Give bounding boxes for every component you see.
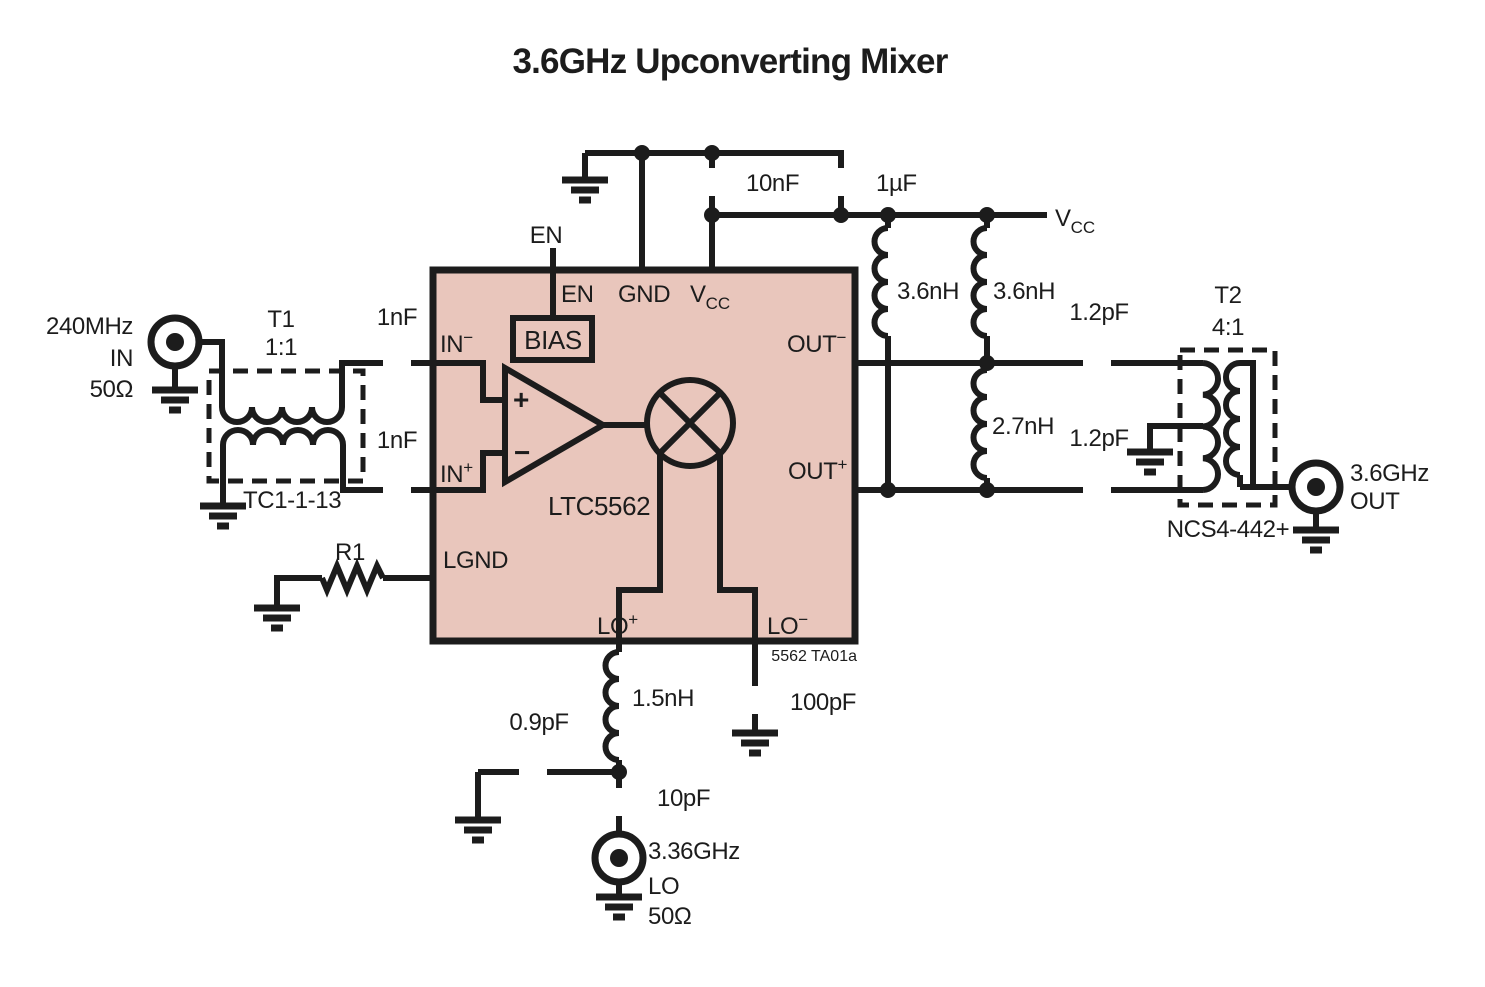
cap-1.2pf-top-label: 1.2pF	[1069, 299, 1128, 326]
t1-name-label: T1	[267, 306, 294, 333]
junction-dot	[880, 482, 896, 498]
junction-dot	[979, 207, 995, 223]
lo-freq-label: 3.36GHz	[648, 838, 740, 865]
vcc-rail-label: VCC	[1055, 205, 1095, 237]
cap-10pf-label: 10pF	[657, 785, 710, 812]
lo-port-label: LO	[648, 873, 679, 900]
junction-dot	[611, 764, 627, 780]
t2-center-tap-wire	[1147, 423, 1203, 450]
lo-neg-internal	[717, 453, 758, 641]
chip-pin-vcc-label: VCC	[690, 281, 730, 313]
cap-1uf-label: 1µF	[876, 170, 917, 197]
cap-10nf-label: 10nF	[746, 170, 799, 197]
mixer-x-icon	[657, 390, 723, 456]
t1-ratio-label: 1:1	[265, 334, 297, 361]
input-wire	[199, 339, 225, 407]
t2-ratio-label: 4:1	[1212, 314, 1244, 341]
chip-pin-en-label: EN	[561, 281, 594, 308]
cap-1nf-bottom-label: 1nF	[377, 427, 417, 454]
enable-label: EN	[530, 222, 563, 249]
lo-pos-internal	[616, 453, 663, 641]
cap-100pf-label: 100pF	[790, 689, 856, 716]
input-port-label: IN	[110, 345, 133, 372]
ltc5562-chip	[429, 266, 859, 645]
resistor-r1	[319, 558, 386, 598]
chip-pin-out-pos-label: OUT+	[788, 455, 847, 485]
junction-dot	[979, 355, 995, 371]
junction-dot	[880, 207, 896, 223]
junction-dot	[979, 482, 995, 498]
chip-pin-gnd-label: GND	[618, 281, 670, 308]
input-impedance-label: 50Ω	[90, 376, 133, 403]
in-pos-internal	[433, 450, 505, 493]
t1-part-label: TC1-1-13	[243, 487, 341, 514]
junction-dot	[704, 207, 720, 223]
output-freq-label: 3.6GHz	[1350, 460, 1429, 487]
lo-impedance-label: 50Ω	[648, 903, 691, 930]
labels: 240MHz IN 50Ω T1 1:1 TC1-1-13 1nF 1nF EN…	[46, 170, 1429, 930]
junction-dot	[634, 145, 650, 161]
output-port-label: OUT	[1350, 488, 1400, 515]
in-neg-internal	[433, 360, 505, 403]
chip-pin-out-neg-label: OUT−	[787, 328, 846, 358]
lgnd-network	[254, 558, 433, 628]
inductor-3.6nh-2-label: 3.6nH	[993, 278, 1055, 305]
inductor-1.5nh-label: 1.5nH	[632, 685, 694, 712]
chip-pin-lgnd-label: LGND	[443, 547, 508, 574]
junction-dot	[833, 207, 849, 223]
input-freq-label: 240MHz	[46, 313, 133, 340]
chip-pin-in-pos-label: IN+	[440, 458, 473, 488]
amp-plus-sign: +	[513, 384, 529, 415]
figure-note: 5562 TA01a	[771, 648, 857, 665]
chip-pin-in-neg-label: IN−	[440, 328, 473, 358]
t2-part-label: NCS4-442+	[1167, 516, 1289, 543]
cap-1nf-top-label: 1nF	[377, 304, 417, 331]
cap-1.2pf-bottom-label: 1.2pF	[1069, 425, 1128, 452]
r1-gnd-wire	[274, 575, 322, 606]
junction-dots	[611, 145, 995, 780]
gnd-rail	[585, 150, 844, 168]
inductor-3.6nh-1-label: 3.6nH	[897, 278, 959, 305]
t1-secondary-coil	[220, 427, 346, 446]
t1-primary-coil	[219, 406, 345, 425]
t1-primary-out-wire	[339, 360, 383, 407]
t1-dashed-box	[206, 368, 366, 484]
bias-label: BIAS	[524, 325, 582, 355]
chip-pin-lo-neg-label: LO−	[767, 610, 808, 640]
inductor-2.7nh-label: 2.7nH	[992, 413, 1054, 440]
resistor-r1-label: R1	[335, 539, 365, 566]
cap-0.9pf-label: 0.9pF	[509, 709, 568, 736]
t1-secondary-out-wire	[340, 445, 383, 493]
chip-pin-lo-pos-label: LO+	[597, 610, 638, 640]
chip-part-label: LTC5562	[548, 491, 650, 521]
t2-secondary-coil	[1223, 360, 1241, 478]
amplifier-triangle-icon	[502, 362, 609, 488]
junction-dot	[704, 145, 720, 161]
amp-minus-sign: −	[514, 437, 530, 468]
mixer-circle-icon	[644, 377, 736, 469]
t2-name-label: T2	[1214, 282, 1241, 309]
lo-shunt-wire	[475, 769, 619, 818]
input-network	[151, 318, 433, 526]
page-title: 3.6GHz Upconverting Mixer	[512, 42, 948, 81]
